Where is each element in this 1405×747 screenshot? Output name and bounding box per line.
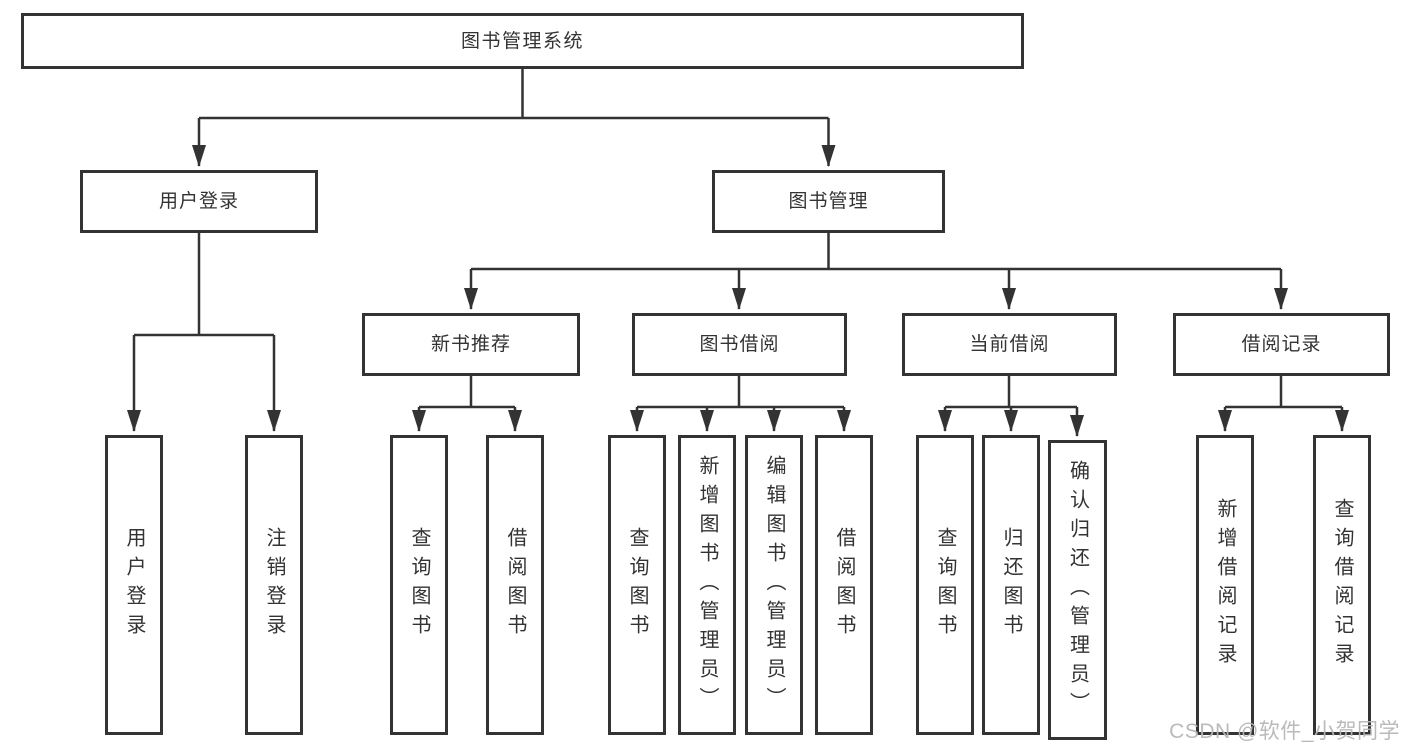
- node-leaf-br-query-record: 查询借阅记录: [1313, 435, 1371, 735]
- connector-borrow-record-children: [1218, 376, 1349, 432]
- connector-current-borrow-children: [938, 376, 1084, 437]
- node-leaf-cb-confirm-return: 确认归还（管理员）: [1048, 440, 1107, 740]
- node-leaf-bb-edit-book: 编辑图书（管理员）: [745, 435, 803, 735]
- connector-user-login-children: [127, 233, 281, 432]
- node-book-borrow: 图书借阅: [632, 313, 847, 376]
- node-leaf-cb-query-book: 查询图书: [916, 435, 974, 735]
- node-leaf-bb-add-book: 新增图书（管理员）: [678, 435, 736, 735]
- connector-new-book-recommend-children: [412, 376, 522, 432]
- connector-root-to-level2: [192, 69, 836, 167]
- node-leaf-bb-borrow-book: 借阅图书: [815, 435, 873, 735]
- node-root: 图书管理系统: [21, 13, 1024, 69]
- node-borrow-record: 借阅记录: [1173, 313, 1390, 376]
- node-user-login: 用户登录: [80, 170, 318, 233]
- node-new-book-recommend: 新书推荐: [362, 313, 580, 376]
- node-leaf-br-add-record: 新增借阅记录: [1196, 435, 1254, 735]
- node-leaf-cb-return-book: 归还图书: [982, 435, 1040, 735]
- node-leaf-nb-query-book: 查询图书: [390, 435, 448, 735]
- node-current-borrow: 当前借阅: [902, 313, 1117, 376]
- node-leaf-logout: 注销登录: [245, 435, 303, 735]
- watermark: CSDN @软件_小贺同学: [1169, 720, 1400, 743]
- node-leaf-bb-query-book: 查询图书: [608, 435, 666, 735]
- node-book-management: 图书管理: [712, 170, 945, 233]
- node-leaf-nb-borrow-book: 借阅图书: [486, 435, 544, 735]
- connector-book-management-children: [464, 233, 1288, 310]
- connector-book-borrow-children: [630, 376, 851, 432]
- node-leaf-user-login: 用户登录: [105, 435, 163, 735]
